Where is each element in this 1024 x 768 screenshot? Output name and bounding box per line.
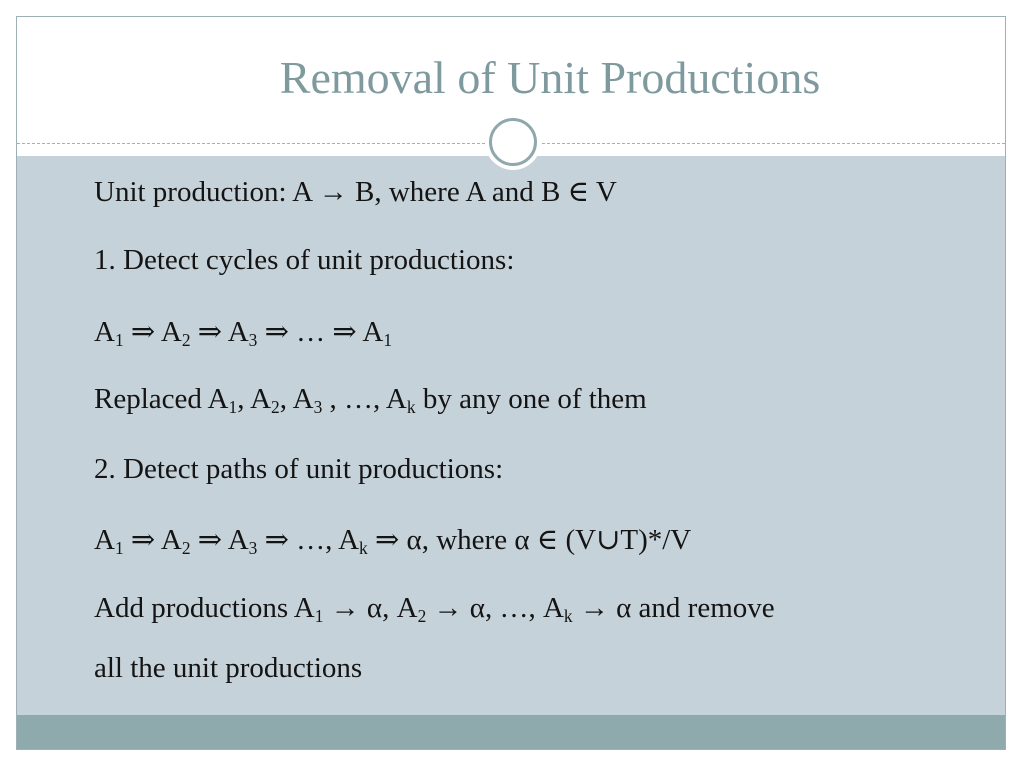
slide-title: Removal of Unit Productions (279, 52, 821, 103)
line-cycle-example: A1 ⇒ A2 ⇒ A3 ⇒ … ⇒ A1 (94, 316, 393, 351)
line-detect-cycles: 1. Detect cycles of unit productions: (94, 244, 515, 276)
line-detect-paths: 2. Detect paths of unit productions: (94, 453, 504, 485)
circle-ornament-icon (485, 114, 541, 170)
line-remove-unit: all the unit productions (94, 652, 363, 684)
line-unit-production: Unit production: A → B, where A and B ∈ … (94, 176, 617, 208)
content-panel (17, 156, 1005, 715)
footer-band (17, 715, 1005, 749)
line-replaced: Replaced A1, A2, A3 , …, Ak by any one o… (94, 383, 647, 418)
line-add-productions: Add productions A1 → α, A2 → α, …, Ak → … (94, 592, 775, 627)
slide: Removal of Unit Productions (16, 16, 1006, 750)
line-path-example: A1 ⇒ A2 ⇒ A3 ⇒ …, Ak ⇒ α, where α ∈ (V∪T… (94, 524, 692, 559)
